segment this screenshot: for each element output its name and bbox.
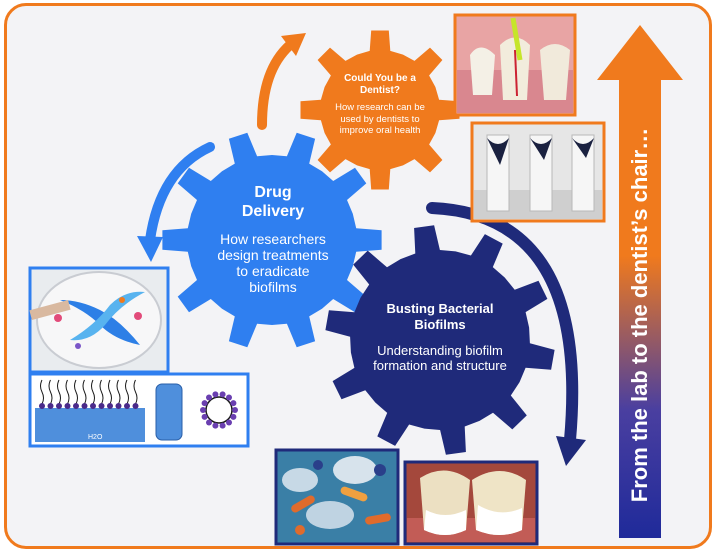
vertical-arrow-label: From the lab to the dentist’s chair… <box>627 127 653 503</box>
tooth-root-canal-photo <box>453 13 577 117</box>
cuvettes-photo <box>470 121 606 223</box>
plaque-teeth-photo <box>403 460 539 546</box>
dentist-gear <box>300 30 460 190</box>
biofilms-gear <box>325 225 555 455</box>
bacteria-micrograph <box>274 448 400 546</box>
drug-delivery-gear-text: Drug Delivery How researchers design tre… <box>214 183 332 295</box>
dentist-gear-title: Could You be a Dentist? <box>344 73 416 96</box>
dentist-gear-text: Could You be a Dentist? How research can… <box>326 73 434 137</box>
drug-delivery-gear <box>162 132 382 348</box>
petri-dish-photo <box>28 266 170 374</box>
drug-delivery-gear-title: Drug Delivery <box>241 184 305 220</box>
surfactant-schematic: H2O <box>28 372 250 448</box>
vertical-arrow-label-box: From the lab to the dentist’s chair… <box>613 120 667 510</box>
biofilms-gear-title: Busting Bacterial Biofilms <box>386 301 494 332</box>
water-label: H2O <box>88 434 103 441</box>
biofilms-gear-text: Busting Bacterial Biofilms Understanding… <box>372 301 508 373</box>
blue-curved-arrow <box>137 142 215 262</box>
biofilms-gear-body: Understanding biofilm formation and stru… <box>373 343 507 373</box>
dentist-gear-body: How research can be used by dentists to … <box>335 102 425 136</box>
lab-to-chair-arrow <box>597 25 683 538</box>
drug-delivery-gear-body: How researchers design treatments to era… <box>217 231 329 295</box>
orange-curved-arrow <box>257 33 306 130</box>
navy-curved-arrow <box>426 202 586 466</box>
